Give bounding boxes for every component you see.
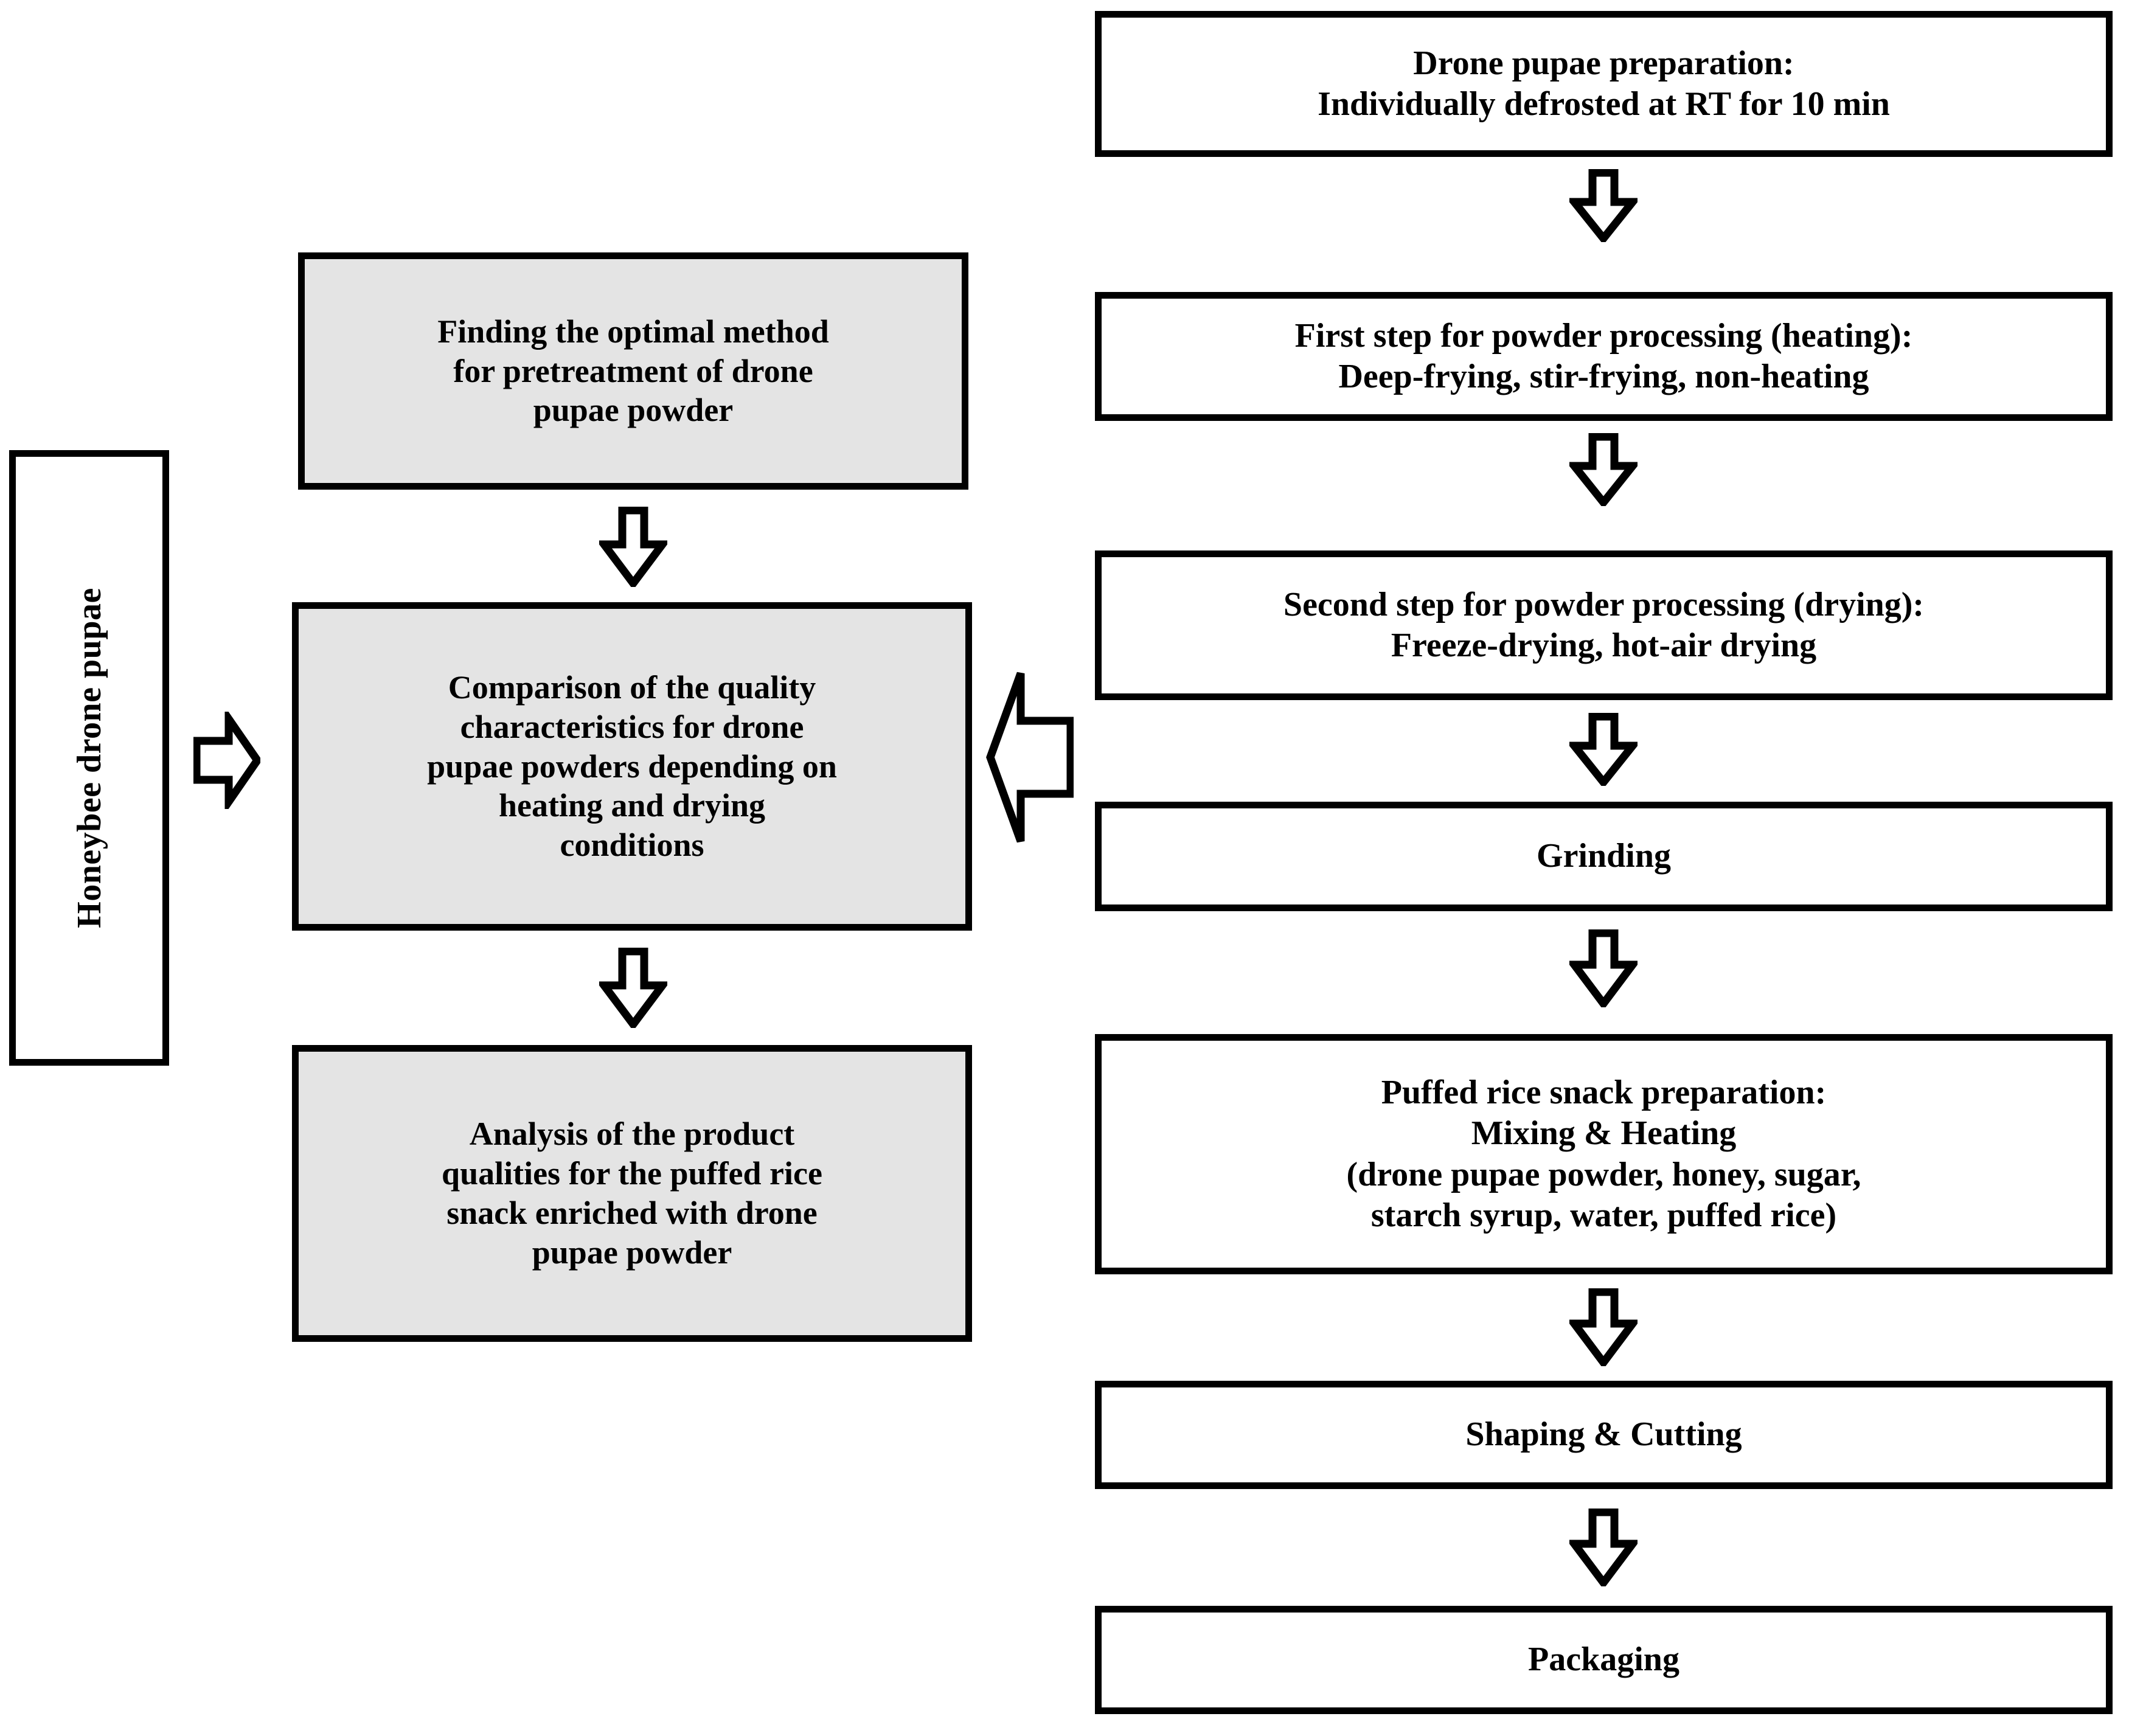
- connector-process-6-to-7-icon: [1569, 1509, 1638, 1586]
- node-process-7: Packaging: [1095, 1606, 2113, 1714]
- node-process-6: Shaping & Cutting: [1095, 1381, 2113, 1489]
- node-process-1: Drone pupae preparation: Individually de…: [1095, 11, 2113, 157]
- node-process-2: First step for powder processing (heatin…: [1095, 292, 2113, 421]
- node-objective-1: Finding the optimal method for pretreatm…: [298, 252, 968, 490]
- node-process-4: Grinding: [1095, 802, 2113, 911]
- node-honeybee-drone-pupae-label: Honeybee drone pupae: [70, 588, 108, 928]
- connector-objective-2-to-3-icon: [599, 948, 667, 1028]
- connector-source-to-objective-2-icon: [193, 712, 260, 809]
- node-objective-2: Comparison of the quality characteristic…: [292, 602, 972, 931]
- connector-process-3-to-4-icon: [1569, 713, 1638, 786]
- connector-process-1-to-2-icon: [1569, 169, 1638, 242]
- node-process-5: Puffed rice snack preparation: Mixing & …: [1095, 1034, 2113, 1274]
- node-process-3: Second step for powder processing (dryin…: [1095, 550, 2113, 700]
- connector-objective-1-to-2-icon: [599, 507, 667, 587]
- connector-process-to-objective-2-icon: [985, 666, 1074, 849]
- connector-process-5-to-6-icon: [1569, 1288, 1638, 1366]
- node-objective-3: Analysis of the product qualities for th…: [292, 1045, 972, 1342]
- connector-process-4-to-5-icon: [1569, 929, 1638, 1007]
- node-honeybee-drone-pupae: Honeybee drone pupae: [9, 450, 169, 1066]
- connector-process-2-to-3-icon: [1569, 433, 1638, 506]
